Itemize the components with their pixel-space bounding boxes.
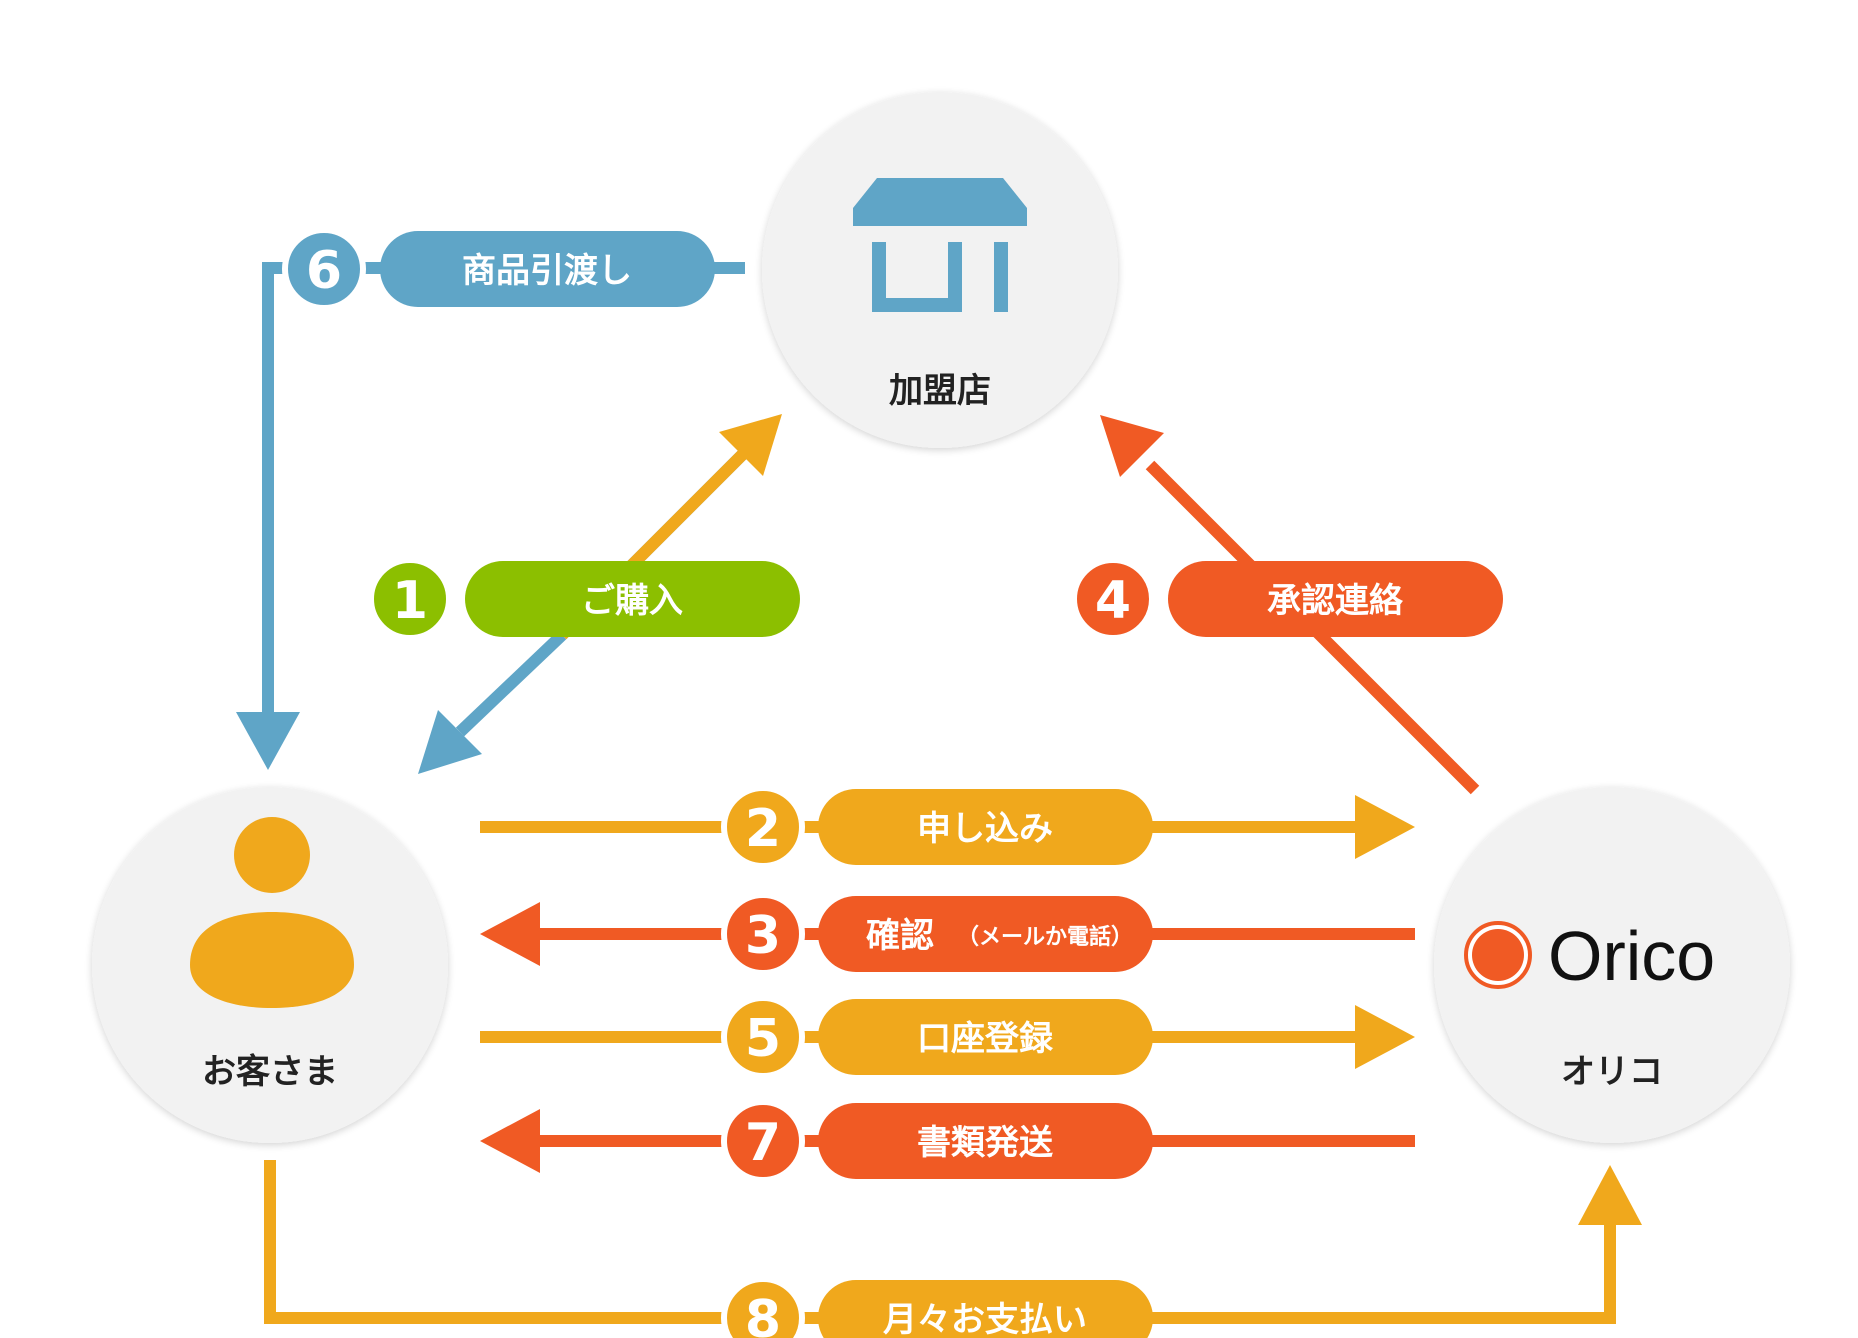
step-8-number: 8 [745,1290,781,1338]
step-6-number: 6 [306,241,342,301]
step-6: 商品引渡し 6 [282,227,715,311]
store-label: 加盟店 [889,371,991,411]
person-icon [190,817,354,1008]
arrow-6-handover [236,262,745,770]
step-8-label: 月々お支払い [883,1300,1087,1338]
orico-label: オリコ [1561,1052,1663,1092]
step-2: 申し込み 2 [721,785,1153,869]
step-5-label: 口座登録 [917,1019,1054,1059]
orico-node: Orico オリコ [1434,787,1790,1143]
step-7-number: 7 [745,1113,781,1173]
store-icon [853,178,1027,312]
step-7-label: 書類発送 [917,1123,1053,1163]
step-6-label: 商品引渡し [462,251,632,291]
step-1-label: ご購入 [581,581,683,621]
step-4-number: 4 [1095,571,1131,631]
step-3-number: 3 [745,906,781,966]
step-3-sublabel: （メールか電話） [957,924,1133,950]
step-3: 確認 （メールか電話） 3 [721,892,1153,976]
customer-node: お客さま [92,787,448,1143]
step-5-number: 5 [745,1009,781,1069]
step-8: 月々お支払い 8 [721,1276,1153,1338]
store-node: 加盟店 [762,92,1118,448]
step-5: 口座登録 5 [721,995,1153,1079]
step-4-label: 承認連絡 [1267,581,1404,621]
step-4: 承認連絡 4 [1071,557,1503,641]
step-7: 書類発送 7 [721,1099,1153,1183]
orico-logo-icon [1464,921,1532,989]
orico-logo-text: Orico [1548,917,1715,995]
step-2-number: 2 [745,799,781,859]
step-2-label: 申し込み [917,809,1053,849]
customer-label: お客さま [202,1052,338,1092]
step-1-number: 1 [392,571,428,631]
step-1: ご購入 1 [368,557,800,641]
step-3-label: 確認 [866,916,934,956]
arrow-1-purchase [418,414,782,774]
